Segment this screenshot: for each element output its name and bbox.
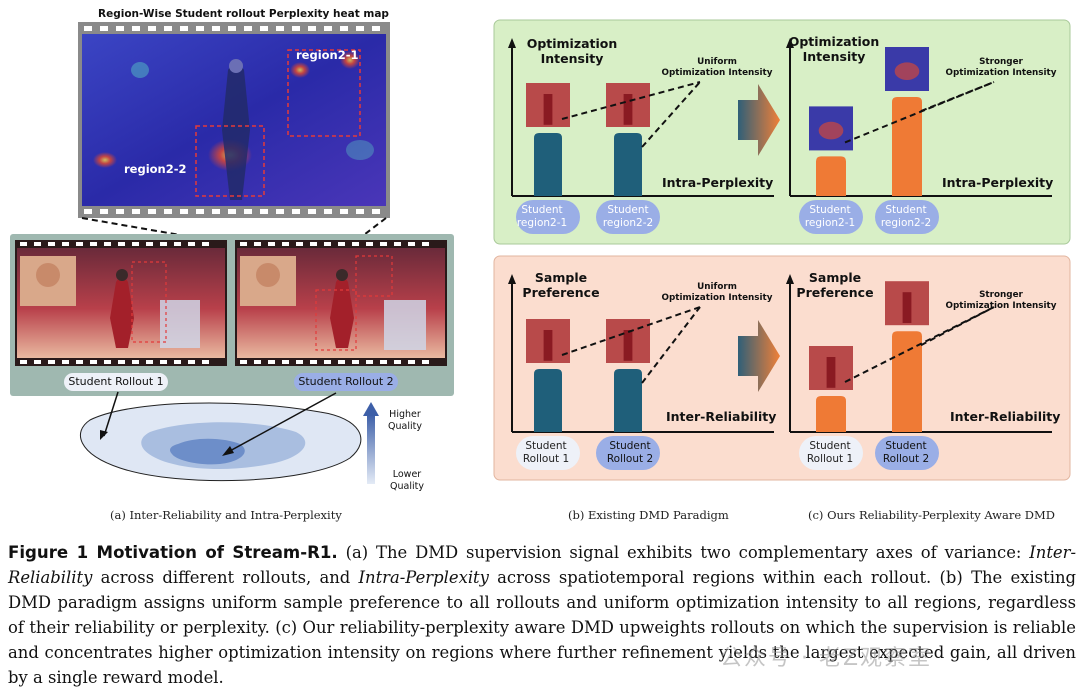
panel_b_bottom-pill-1 — [516, 436, 580, 470]
heatmap-title: Region-Wise Student rollout Perplexity h… — [98, 8, 389, 20]
panel_c_bottom-bar-2 — [892, 331, 922, 432]
watermark: 公众号 · 老Z观察室 — [720, 646, 933, 671]
subcaption-a: (a) Inter-Reliability and Intra-Perplexi… — [110, 508, 342, 522]
figure-label: Figure 1 Motivation of Stream-R1. — [8, 543, 338, 562]
panel_c_bottom-bar-1 — [816, 396, 846, 432]
chart-c-bottom-xlabel: Inter-Reliability — [950, 409, 1061, 424]
panel_c_bottom-thumb-figure-2 — [902, 292, 912, 323]
panel_b_bottom-thumb-figure-1 — [543, 330, 553, 361]
region2-2-box — [195, 125, 265, 197]
panel-bc-graphic — [493, 19, 1071, 481]
panel_c_bottom-pill-1 — [799, 436, 863, 470]
panel_c_bottom-y-arrow — [786, 274, 794, 284]
panel_b_bottom-thumb-figure-2 — [623, 330, 633, 361]
subcaption-c: (c) Ours Reliability-Perplexity Aware DM… — [808, 508, 1056, 522]
panel_b_top-bar-1 — [534, 133, 562, 196]
panel_c_bottom-thumb-figure-1 — [826, 357, 836, 388]
panel_c_bottom-annotation-line-2 — [920, 306, 995, 347]
panel_b_top-y-arrow — [508, 38, 516, 48]
transition-arrow-top — [738, 84, 780, 156]
panel_b_top-annotation-line-2 — [641, 81, 701, 148]
panel_c_top-bar-2 — [892, 97, 922, 196]
rollout-2-pill — [294, 373, 398, 391]
panel_b_top-annotation-line-1 — [561, 81, 701, 120]
panel_c_top-thumb-heat-2 — [894, 62, 920, 80]
region2-1-label: region2-1 — [296, 48, 359, 62]
transition-arrow-bottom — [738, 320, 780, 392]
panel_b_bottom-annotation-line-1 — [561, 306, 701, 356]
panel_b_bottom-bar-1 — [534, 369, 562, 432]
region2-2-label: region2-2 — [124, 162, 187, 176]
panel_c_top-annotation-line-2 — [920, 81, 995, 112]
panel_b_top-pill-1 — [516, 200, 580, 234]
region2-1-box — [287, 49, 361, 137]
panel_b_top-bar-2 — [614, 133, 642, 196]
panel_c_top-thumb-heat-1 — [818, 121, 844, 140]
panel_b_bottom-y-arrow — [508, 274, 516, 284]
panel_b_bottom-bar-2 — [614, 369, 642, 432]
panel_c_top-pill-1 — [799, 200, 863, 234]
panel_b_bottom-pill-2 — [596, 436, 660, 470]
rollout-1-pill — [64, 373, 168, 391]
chart-b-top-xlabel: Intra-Perplexity — [662, 175, 774, 190]
figure-caption: Figure 1 Motivation of Stream-R1. (a) Th… — [8, 543, 1076, 687]
chart-c-top-xlabel: Intra-Perplexity — [942, 175, 1054, 190]
panel-a-graphic — [10, 22, 454, 484]
panel_b_top-thumb-figure-1 — [543, 94, 553, 125]
chart-b-bottom-xlabel: Inter-Reliability — [666, 409, 777, 424]
panel_b_bottom-annotation-line-2 — [641, 306, 701, 384]
panel_b_top-pill-2 — [596, 200, 660, 234]
panel_c_bottom-pill-2 — [875, 436, 939, 470]
panel_c_bottom-annotation-line-1 — [844, 306, 995, 383]
rollout-2-label: Student Rollout 2 — [298, 375, 394, 388]
panel_c_top-y-arrow — [786, 38, 794, 48]
rollout-1-label: Student Rollout 1 — [68, 375, 164, 388]
panel_c_top-pill-2 — [875, 200, 939, 234]
subcaption-b: (b) Existing DMD Paradigm — [568, 508, 729, 522]
panel_b_top-thumb-figure-2 — [623, 94, 633, 125]
panel_c_top-bar-1 — [816, 156, 846, 196]
